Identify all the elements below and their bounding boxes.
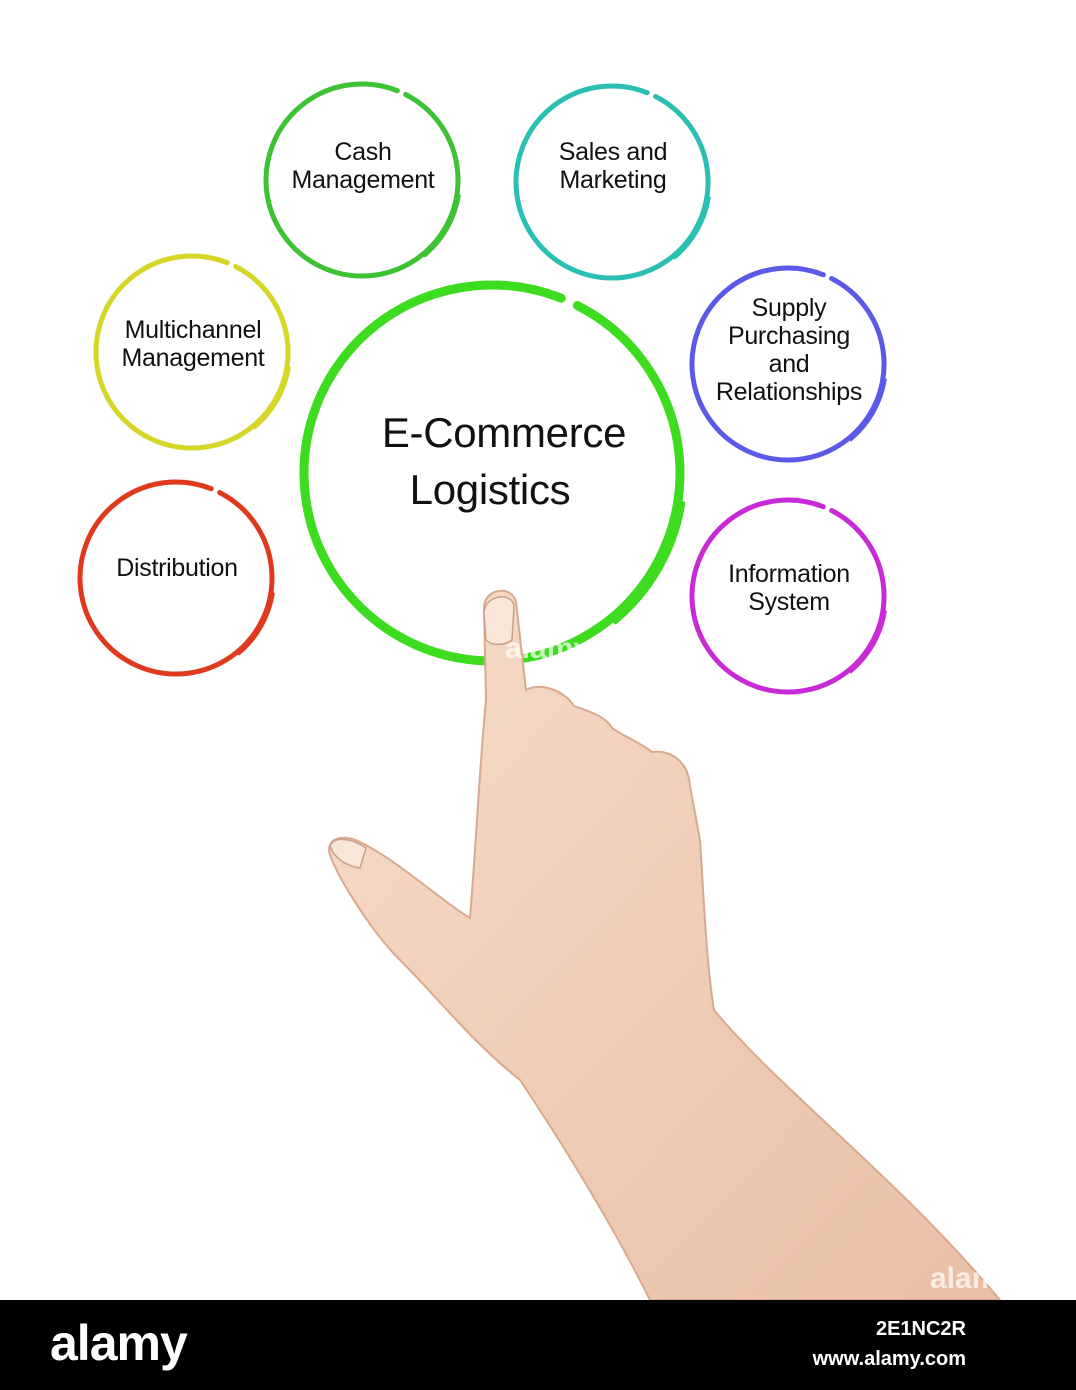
node-label: Multichannel Management	[98, 316, 288, 372]
hand-pointing-icon	[329, 591, 1000, 1300]
node-label: Distribution	[82, 554, 272, 582]
watermark: alamy	[505, 632, 590, 666]
center-title-line: E-Commerce	[300, 405, 680, 462]
node-label: Information System	[694, 560, 884, 616]
node-label: Sales and Marketing	[518, 138, 708, 194]
center-title-line: Logistics	[300, 462, 680, 519]
image-id: 2E1NC2R	[876, 1318, 966, 1341]
footer-bar: alamy 2E1NC2R www.alamy.com	[0, 1300, 1076, 1390]
node-label: Supply Purchasing and Relationships	[694, 294, 884, 406]
node-label: Cash Management	[268, 138, 458, 194]
watermark: alamy	[930, 1262, 1015, 1296]
brand-logo: alamy	[50, 1314, 187, 1372]
site-url: www.alamy.com	[813, 1348, 966, 1371]
